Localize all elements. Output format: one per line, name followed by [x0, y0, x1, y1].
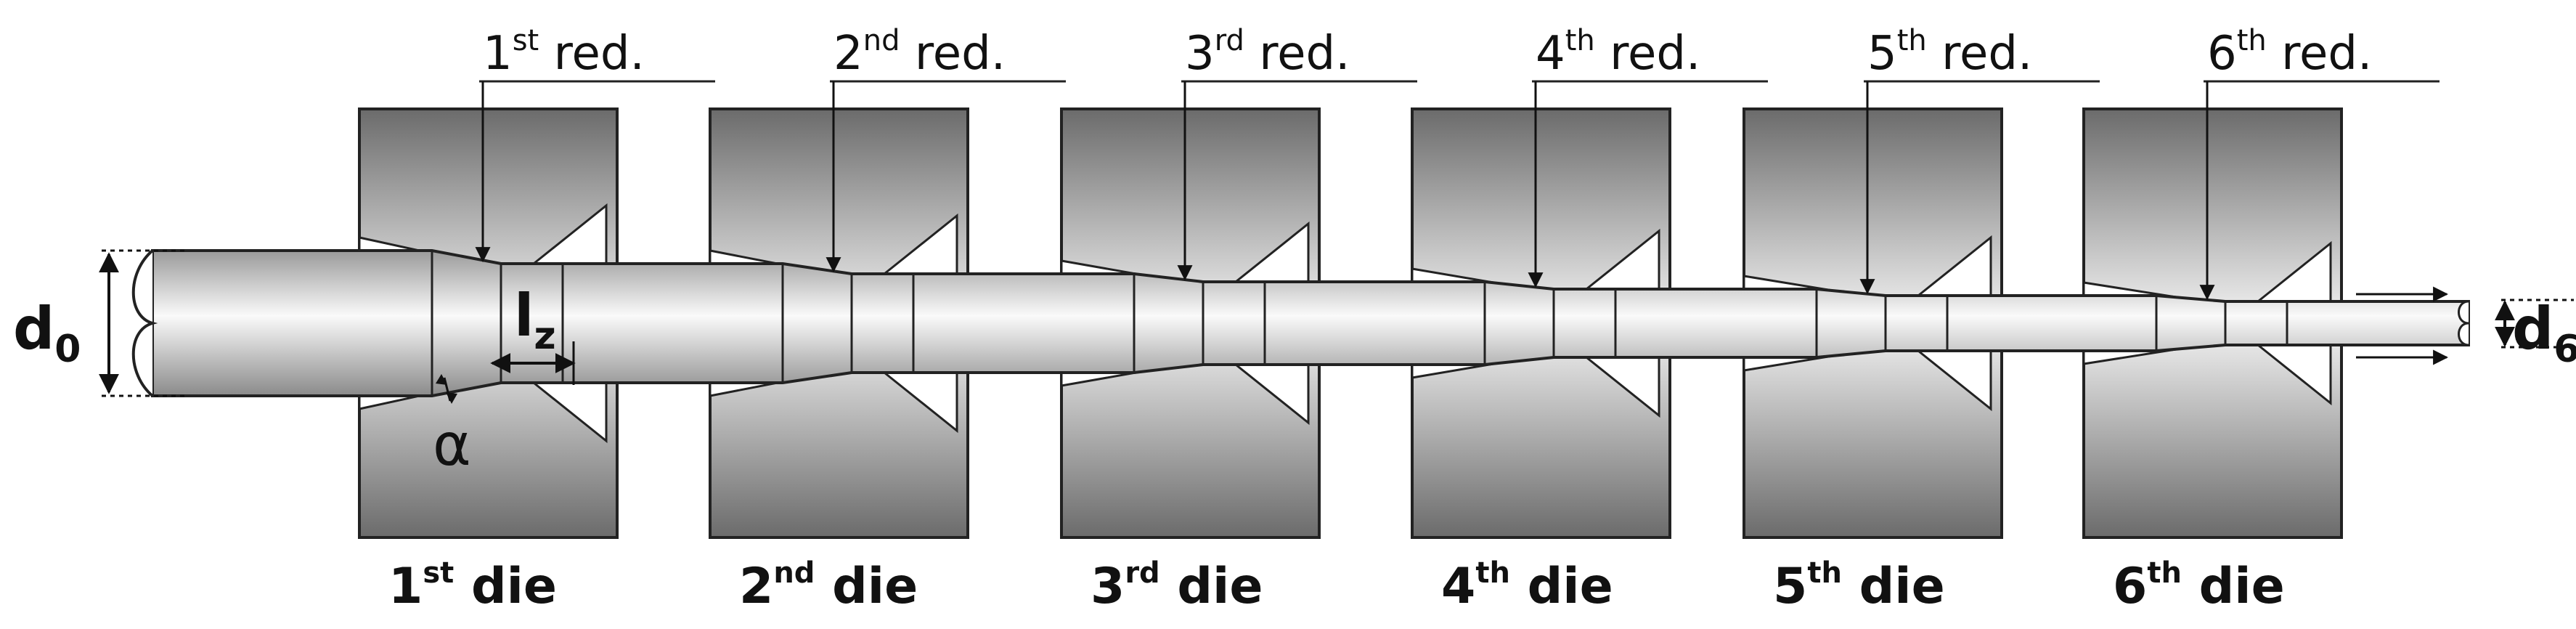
reduction-3: 3rd red.: [1177, 24, 1417, 281]
reduction-2: 2nd red.: [826, 24, 1066, 273]
d0-label: d: [13, 295, 54, 362]
d6-dimension: d6: [2495, 295, 2576, 371]
alpha-angle: α: [433, 374, 471, 479]
d6-subscript: 6: [2553, 328, 2576, 371]
svg-text:d0: d0: [13, 295, 81, 371]
reduction-label: 1st red.: [483, 24, 645, 81]
die-label-1: 1st die: [388, 556, 557, 615]
svg-text:lz: lz: [514, 282, 556, 358]
d6-label: d: [2512, 295, 2553, 362]
svg-text:d6: d6: [2512, 295, 2576, 371]
wire-break-right: [2458, 300, 2469, 346]
lz-dimension: lz: [490, 282, 576, 385]
reduction-label: 5th red.: [1867, 24, 2032, 81]
die-label-6: 6th die: [2113, 556, 2285, 615]
d0-subscript: 0: [54, 328, 81, 371]
reduction-1: 1st red.: [475, 24, 715, 263]
reduction-label: 4th red.: [1536, 24, 1700, 81]
lz-label: l: [514, 282, 534, 349]
die-label-5: 5th die: [1773, 556, 1945, 615]
lz-subscript: z: [534, 314, 555, 358]
reduction-4: 4th red.: [1528, 24, 1768, 288]
die-label-3: 3rd die: [1091, 556, 1263, 615]
die-label-4: 4th die: [1441, 556, 1613, 615]
reduction-6: 6th red.: [2199, 24, 2440, 301]
reduction-label: 3rd red.: [1185, 24, 1350, 81]
reduction-label: 2nd red.: [833, 24, 1006, 81]
wire-break-left: [131, 249, 158, 397]
die-label-2: 2nd die: [739, 556, 918, 615]
reduction-label: 6th red.: [2207, 24, 2372, 81]
reduction-5: 5th red.: [1859, 24, 2100, 295]
exit-arrows: [2356, 286, 2449, 365]
d0-dimension: d0: [13, 249, 189, 397]
alpha-label: α: [433, 411, 471, 479]
